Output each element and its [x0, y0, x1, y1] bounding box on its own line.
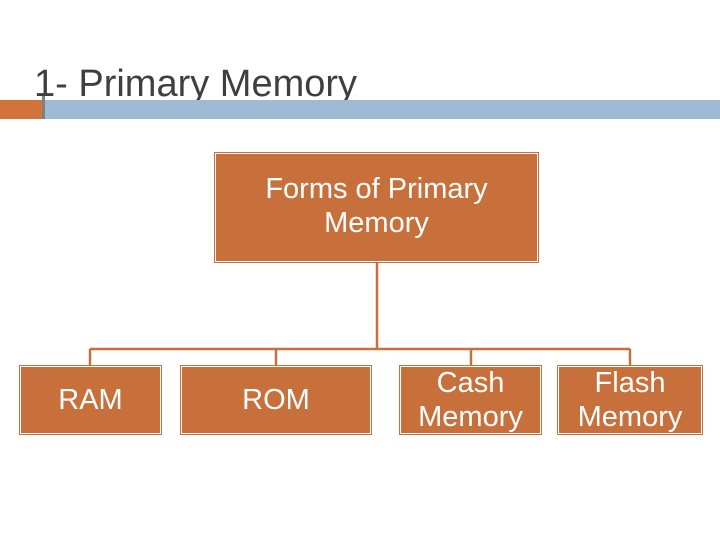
title-accent-bar-orange — [0, 100, 42, 119]
slide-title: 1- Primary Memory — [34, 63, 358, 105]
child-node-flash-memory: Flash Memory — [558, 366, 702, 434]
child-node-label: ROM — [242, 384, 310, 416]
child-node-rom: ROM — [181, 366, 371, 434]
child-node-label: RAM — [58, 384, 123, 416]
child-node-ram: RAM — [20, 366, 161, 434]
root-node-forms-of-primary-memory: Forms of Primary Memory — [215, 153, 538, 262]
child-node-label: Cash Memory — [418, 367, 523, 433]
child-node-label: Flash Memory — [577, 367, 683, 433]
title-accent-divider — [42, 96, 45, 119]
title-accent-bar-blue — [45, 100, 720, 119]
child-node-cash-memory: Cash Memory — [400, 366, 541, 434]
root-node-label: Forms of Primary Memory — [265, 173, 488, 239]
